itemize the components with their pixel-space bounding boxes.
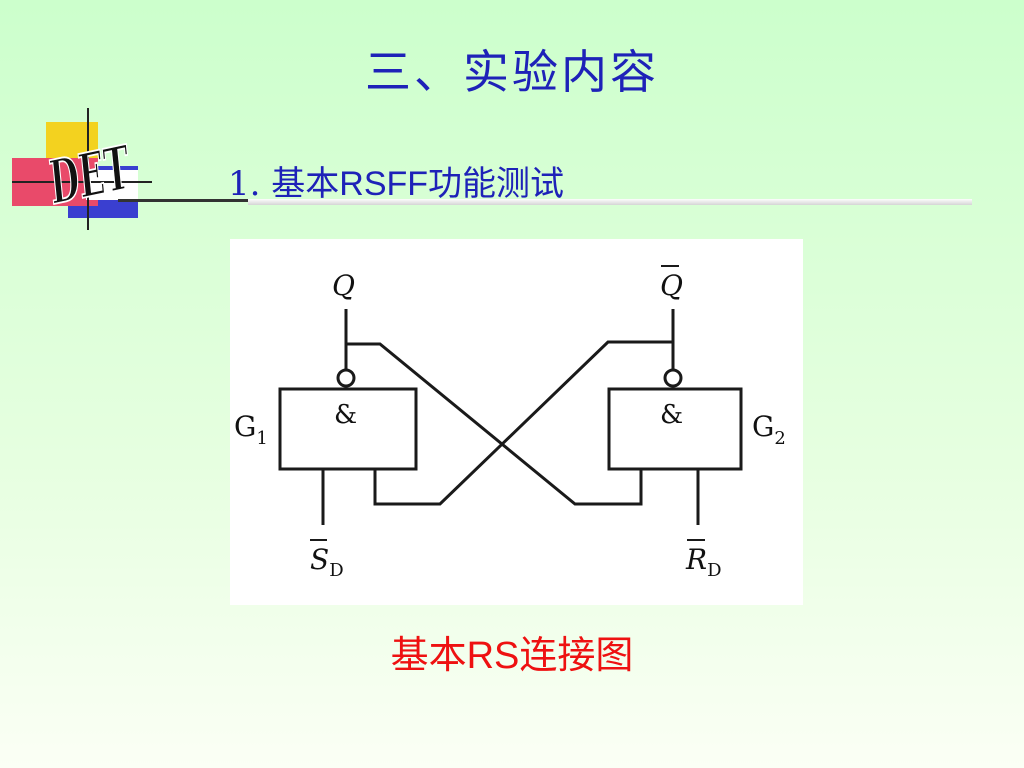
- section-number: 1.: [228, 164, 261, 204]
- circuit-diagram: & & G1 G2 Q Q SD RD: [230, 239, 803, 605]
- gate-g2-label: G2: [752, 410, 786, 449]
- caption-prefix: 基本: [390, 633, 467, 677]
- section-latin: RSFF: [339, 165, 429, 203]
- gate-g2-body: [607, 387, 743, 471]
- logo-text: DET: [42, 132, 139, 218]
- qbar-output-label: Q: [660, 269, 683, 302]
- gate-g2-bubble: [663, 368, 683, 388]
- section-prefix: 基本: [271, 164, 340, 204]
- gate-g1-label: G1: [234, 410, 268, 449]
- gate-g1-bubble: [336, 368, 356, 388]
- rs-flipflop-svg: & & G1 G2 Q Q SD RD: [234, 265, 786, 581]
- det-logo: DET: [12, 108, 152, 230]
- rd-input-label: RD: [685, 543, 722, 581]
- q-output-label: Q: [332, 269, 355, 302]
- gate-g2-symbol: &: [660, 400, 683, 430]
- diagram-caption: 基本RS连接图: [0, 624, 1024, 679]
- feedback-q-to-g2: [346, 342, 643, 506]
- section-suffix: 功能测试: [428, 164, 565, 204]
- heading-rule-dark: [118, 199, 248, 202]
- section-heading: 1. 基本RSFF功能测试: [228, 156, 564, 205]
- heading-rule: [248, 199, 972, 205]
- gate-g1-symbol: &: [334, 400, 357, 430]
- caption-latin: RS: [466, 635, 520, 677]
- gate-g1-body: [278, 387, 418, 471]
- feedback-qbar-to-g1: [373, 340, 673, 506]
- caption-suffix: 连接图: [519, 633, 634, 677]
- page-title: 三、实验内容: [365, 45, 659, 99]
- sd-input-label: SD: [310, 543, 344, 581]
